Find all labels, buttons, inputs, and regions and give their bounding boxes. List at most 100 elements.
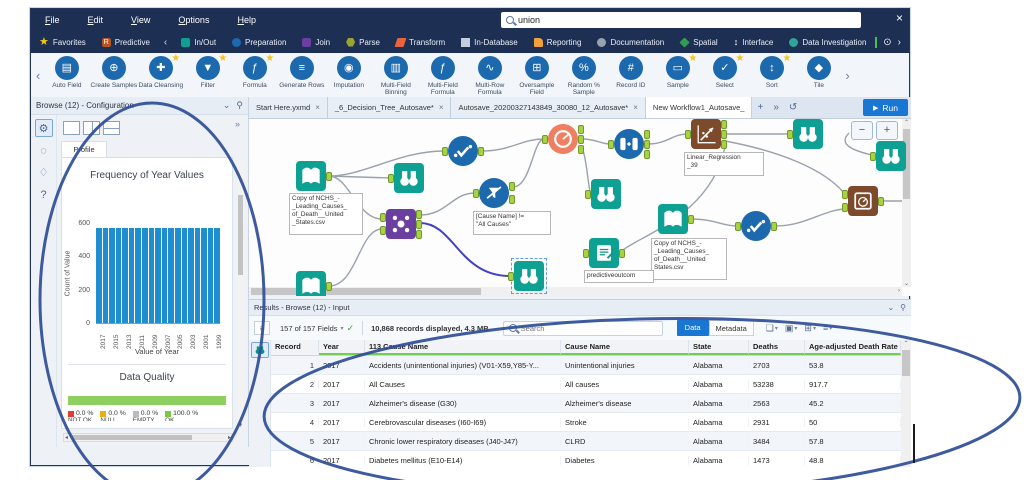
- category-preparation[interactable]: Preparation: [224, 38, 294, 47]
- help-icon[interactable]: ?: [35, 185, 53, 203]
- palette-tool-tile[interactable]: ◆Tile: [795, 56, 842, 89]
- palette-tool-oversample-field[interactable]: ⊞Oversample Field: [513, 56, 560, 97]
- run-button[interactable]: ▶Run: [863, 99, 908, 116]
- global-search-input[interactable]: [518, 15, 861, 25]
- palette-tool-create-samples[interactable]: ⊕Create Samples: [90, 56, 137, 89]
- tab-close-icon[interactable]: ×: [633, 103, 638, 112]
- node-join-1[interactable]: [386, 209, 416, 239]
- node-input-csv-1[interactable]: [296, 161, 326, 191]
- chevron-down-icon[interactable]: ⌄: [887, 303, 894, 312]
- workflow-icon[interactable]: ◌: [35, 141, 53, 159]
- binoculars-icon[interactable]: [251, 342, 269, 358]
- pin-icon[interactable]: ⚲: [236, 100, 243, 111]
- palette-tool-select[interactable]: ✓★Select: [701, 56, 748, 89]
- canvas-hscrollbar[interactable]: ›: [249, 287, 902, 296]
- category-transform[interactable]: Transform: [388, 38, 453, 47]
- category-predictive[interactable]: RPredictive: [94, 38, 158, 47]
- tab-close-icon[interactable]: ×: [439, 103, 444, 112]
- node-select-1[interactable]: [448, 136, 478, 166]
- category-reporting[interactable]: Reporting: [526, 38, 590, 47]
- node-annotation-label[interactable]: Copy of NCHS_- _Leading_Causes_ of_Death…: [289, 193, 363, 235]
- profile-hscrollbar[interactable]: ◂ ▸: [63, 433, 233, 442]
- table-row[interactable]: 42017Cerebrovascular diseases (I60-I69)S…: [271, 413, 901, 432]
- fields-summary[interactable]: 157 of 157 Fields ▾ ✓: [280, 323, 354, 334]
- table-row[interactable]: 22017All CausesAll causesAlabama53238917…: [271, 375, 901, 394]
- node-select-2[interactable]: [741, 211, 771, 241]
- results-search-input[interactable]: [521, 324, 662, 333]
- data-toggle-button[interactable]: Data: [677, 320, 709, 336]
- node-browse-3[interactable]: [514, 261, 544, 291]
- node-gauge-1[interactable]: [548, 124, 578, 154]
- table-row[interactable]: 32017Alzheimer's disease (G30)Alzheimer'…: [271, 394, 901, 413]
- chevron-right-icon[interactable]: ›: [898, 37, 901, 48]
- grid-column-header[interactable]: 113 Cause Name: [365, 340, 561, 355]
- table-view-icon[interactable]: ≡: [254, 321, 270, 335]
- node-browse-4[interactable]: [793, 119, 823, 149]
- category-join[interactable]: Join: [294, 38, 338, 47]
- palette-tool-multi-row-formula[interactable]: ∿Multi-Row Formula: [466, 56, 513, 97]
- node-annotation-label[interactable]: Linear_Regression _39: [684, 152, 764, 176]
- menu-file[interactable]: File: [31, 15, 74, 25]
- node-annotation-label[interactable]: [Cause Name] != "All Causes": [473, 211, 551, 235]
- grid-column-header[interactable]: Deaths: [749, 340, 805, 355]
- category-interface[interactable]: ↕Interface: [726, 38, 782, 47]
- workflow-tab[interactable]: Start Here.yxmd×: [249, 97, 328, 118]
- profile-scrollbar[interactable]: ▾: [237, 159, 244, 427]
- palette-tool-random-sample[interactable]: %Random % Sample: [560, 56, 607, 97]
- category-in-out[interactable]: In/Out: [173, 38, 224, 47]
- palette-tool-data-cleansing[interactable]: ✚★Data Cleansing: [137, 56, 184, 89]
- category-spatial[interactable]: Spatial: [672, 38, 725, 47]
- node-create-samples-1[interactable]: [614, 129, 644, 159]
- palette-chevron-right[interactable]: ›: [842, 56, 852, 83]
- category-parse[interactable]: Parse: [338, 38, 388, 47]
- menu-edit[interactable]: Edit: [74, 15, 118, 25]
- palette-chevron-left[interactable]: ‹: [33, 56, 43, 83]
- new-tab-button[interactable]: +: [752, 97, 768, 118]
- palette-tool-record-id[interactable]: #Record ID: [607, 56, 654, 89]
- node-input-csv-3[interactable]: [658, 204, 688, 234]
- node-input-csv-2[interactable]: [296, 271, 326, 296]
- table-row[interactable]: 52017Chronic lower respiratory diseases …: [271, 432, 901, 451]
- tab-close-icon[interactable]: ×: [315, 103, 320, 112]
- history-button[interactable]: ↺: [784, 97, 802, 118]
- grid-column-header[interactable]: Cause Name: [561, 340, 689, 355]
- results-grid[interactable]: RecordYear113 Cause NameCause NameStateD…: [271, 340, 901, 467]
- node-annotation-label[interactable]: predictiveoutcom: [584, 270, 654, 283]
- zoom-in-button[interactable]: +: [876, 121, 898, 140]
- palette-tool-generate-rows[interactable]: ≡Generate Rows: [278, 56, 325, 89]
- chevron-double-icon[interactable]: »: [235, 119, 240, 129]
- table-row[interactable]: 12017Accidents (unintentional injuries) …: [271, 356, 901, 375]
- palette-tool-sample[interactable]: ▭★Sample: [654, 56, 701, 89]
- node-output-report[interactable]: [589, 238, 619, 268]
- layout-single-button[interactable]: [63, 121, 80, 135]
- grid-column-header[interactable]: State: [689, 340, 749, 355]
- zoom-out-button[interactable]: −: [851, 121, 873, 140]
- node-score-1[interactable]: [848, 186, 878, 216]
- grid-column-header[interactable]: Record: [271, 340, 319, 355]
- global-search[interactable]: [501, 12, 861, 28]
- category-data-investigation[interactable]: Data Investigation: [781, 38, 874, 47]
- node-annotation-label[interactable]: Copy of NCHS_- _Leading_Causes_ of_Death…: [651, 238, 727, 280]
- chevron-down-icon[interactable]: ⌄: [223, 100, 231, 111]
- tag-icon[interactable]: ♢: [35, 163, 53, 181]
- palette-tool-multi-field-binning[interactable]: ▥Multi-Field Binning: [372, 56, 419, 97]
- node-browse-2[interactable]: [591, 179, 621, 209]
- record-icon[interactable]: ⊙: [883, 37, 891, 48]
- category-favorites[interactable]: ★Favorites: [31, 38, 94, 47]
- workflow-tab[interactable]: Autosave_20200327143849_30080_12_Autosav…: [451, 97, 645, 118]
- pin-icon[interactable]: ⚲: [900, 303, 906, 312]
- palette-tool-auto-field[interactable]: ▤Auto Field: [43, 56, 90, 89]
- grid-vscrollbar[interactable]: ⌃: [901, 340, 911, 467]
- palette-tool-multi-field-formula[interactable]: ƒMulti-Field Formula: [419, 56, 466, 97]
- chevron-left-icon[interactable]: ‹: [158, 37, 173, 48]
- palette-tool-sort[interactable]: ↕★Sort: [748, 56, 795, 89]
- grid-column-header[interactable]: Year: [319, 340, 365, 355]
- save-icon[interactable]: ▣▾: [785, 323, 798, 334]
- options-icon[interactable]: ≡▾: [823, 323, 832, 333]
- workflow-tab[interactable]: New Workflow1_Autosave_: [646, 97, 753, 118]
- menu-help[interactable]: Help: [223, 15, 270, 25]
- node-browse-5[interactable]: [876, 141, 906, 171]
- palette-tool-formula[interactable]: ƒ★Formula: [231, 56, 278, 89]
- new-window-icon[interactable]: ⊞▾: [804, 323, 816, 334]
- category-in-database[interactable]: In-Database: [453, 38, 526, 47]
